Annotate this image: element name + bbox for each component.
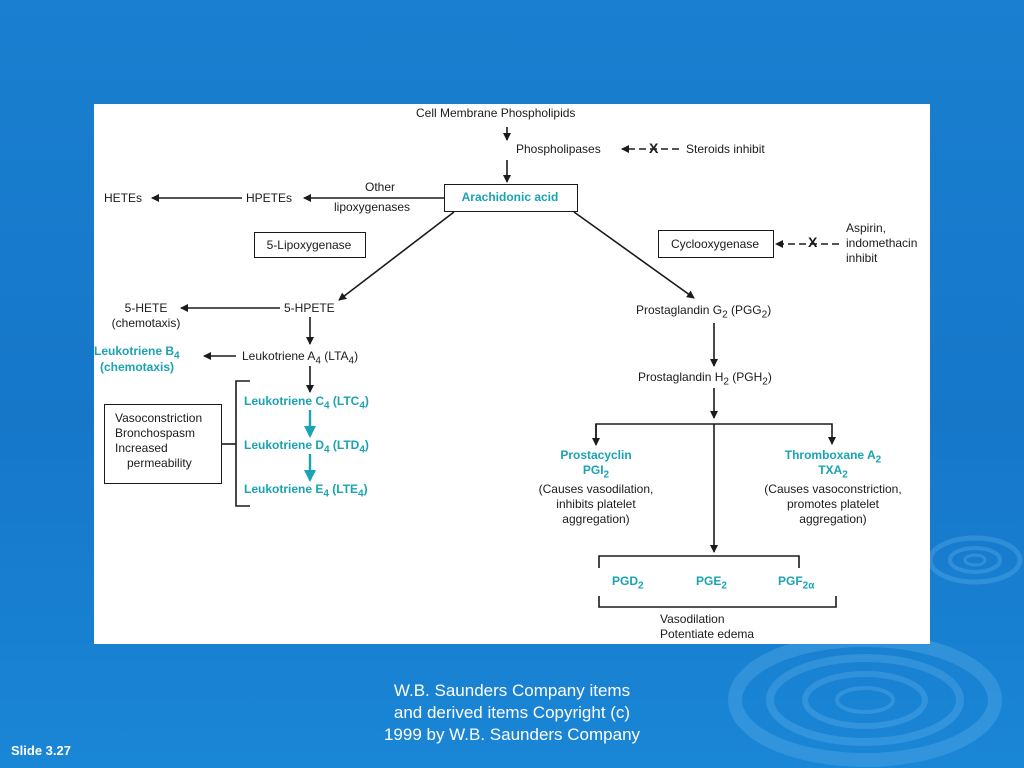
steroids-label: Steroids inhibit	[686, 142, 765, 156]
slide-number: Slide 3.27	[11, 743, 71, 758]
prostacyclin-effect-3: aggregation)	[562, 512, 630, 526]
caption-line-2: and derived items Copyright (c)	[393, 703, 631, 722]
copyright-caption: W.B. Saunders Company items and derived …	[332, 680, 692, 746]
arachidonic-acid-box: Arachidonic acid	[444, 184, 578, 212]
thromboxane-effect-3: aggregation)	[799, 512, 867, 526]
pgh2-label: Prostaglandin H2 (PGH2)	[638, 370, 772, 388]
vasoconstriction-label: Vasoconstriction	[115, 411, 203, 425]
other-label: Other	[364, 180, 395, 194]
pgf2a-label: PGF2α	[778, 574, 815, 592]
pgd2-label: PGD2	[612, 574, 644, 592]
lipoxygenases-label: lipoxygenases	[334, 200, 411, 214]
potentiate-edema-label: Potentiate edema	[660, 627, 755, 641]
5-hpete-label: 5-HPETE	[284, 301, 335, 315]
pgg2-label: Prostaglandin G2 (PGG2)	[636, 303, 772, 321]
cyclooxygenase-label: Cyclooxygenase	[670, 237, 760, 251]
ltd4-label: Leukotriene D4 (LTD4)	[244, 438, 369, 456]
ltb4-chemotaxis-label: (chemotaxis)	[100, 360, 175, 374]
thromboxane-effect-1: (Causes vasoconstriction,	[764, 482, 902, 496]
txa2-label: TXA2	[818, 463, 848, 481]
arachidonic-acid-label: Arachidonic acid	[461, 190, 559, 204]
indomethacin-label: indomethacin	[846, 236, 918, 250]
5-hete-label: 5-HETE	[124, 301, 168, 315]
chemotaxis-label: (chemotaxis)	[111, 316, 181, 330]
effects-box: Vasoconstriction Bronchospasm Increased …	[104, 404, 222, 484]
ltb4-label: Leukotriene B4	[94, 344, 180, 362]
membrane-label: Cell Membrane Phospholipids	[416, 106, 576, 120]
ltc4-label: Leukotriene C4 (LTC4)	[244, 394, 369, 412]
5-lipoxygenase-box: 5-Lipoxygenase	[254, 232, 366, 258]
prostacyclin-effect-1: (Causes vasodilation,	[538, 482, 654, 496]
vasodilation-label: Vasodilation	[660, 612, 725, 626]
diagram-arrows	[151, 127, 839, 608]
inhibit-x-icon: X	[649, 140, 659, 156]
permeability-label: permeability	[127, 456, 192, 470]
increased-label: Increased	[115, 441, 168, 455]
hetes-label: HETEs	[104, 191, 143, 205]
hpetes-label: HPETEs	[246, 191, 293, 205]
bronchospasm-label: Bronchospasm	[115, 426, 196, 440]
caption-line-1: W.B. Saunders Company items	[393, 681, 631, 700]
prostacyclin-label: Prostacyclin	[560, 448, 632, 462]
pge2-label: PGE2	[696, 574, 727, 592]
thromboxane-effect-2: promotes platelet	[786, 497, 880, 511]
phospholipases-label: Phospholipases	[516, 142, 601, 156]
prostacyclin-effect-2: inhibits platelet	[556, 497, 636, 511]
lta4-label: Leukotriene A4 (LTA4)	[242, 349, 359, 367]
5-lipoxygenase-label: 5-Lipoxygenase	[266, 238, 352, 252]
pgi2-label: PGI2	[582, 463, 610, 481]
thromboxane-label: Thromboxane A2	[784, 448, 882, 466]
lte4-label: Leukotriene E4 (LTE4)	[244, 482, 368, 500]
inhibit-x-icon-2: X	[808, 234, 818, 250]
cyclooxygenase-box: Cyclooxygenase	[658, 230, 774, 258]
aspirin-label: Aspirin,	[846, 221, 887, 235]
caption-line-3: 1999 by W.B. Saunders Company	[383, 725, 641, 744]
inhibit-label: inhibit	[846, 251, 878, 265]
diagram-panel: Cell Membrane Phospholipids Phospholipas…	[94, 104, 930, 644]
